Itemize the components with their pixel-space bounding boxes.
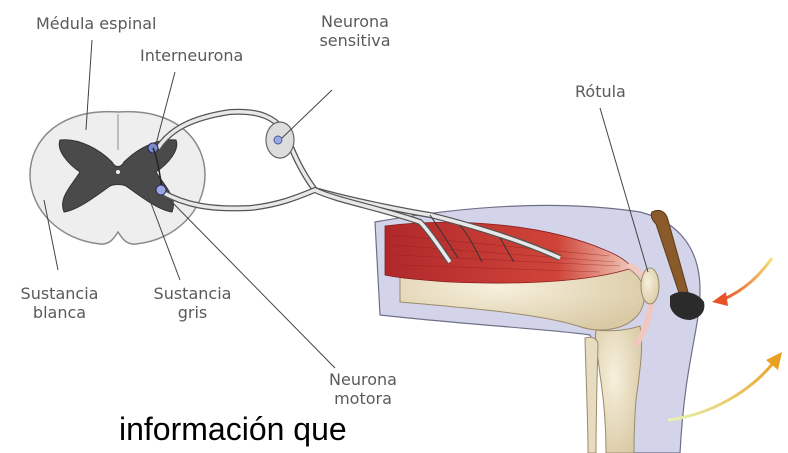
motor-neuron-body xyxy=(156,185,166,195)
caption-text: información que xyxy=(119,410,347,448)
fibula xyxy=(585,337,598,453)
leg xyxy=(375,205,700,453)
label-rotula: Rótula xyxy=(575,82,626,101)
label-neurona-motora-line1: Neurona xyxy=(318,370,408,389)
label-sustancia-blanca-line1: Sustancia xyxy=(12,284,107,303)
label-interneurona: Interneurona xyxy=(140,46,243,65)
label-neurona-sensitiva-line2: sensitiva xyxy=(310,31,400,50)
label-sustancia-gris-line2: gris xyxy=(145,303,240,322)
label-sustancia-blanca-line2: blanca xyxy=(12,303,107,322)
hit-arrow xyxy=(722,258,772,300)
label-sustancia-gris-line1: Sustancia xyxy=(145,284,240,303)
tibia xyxy=(595,326,641,453)
label-neurona-sensitiva-line1: Neurona xyxy=(310,12,400,31)
label-medula-espinal: Médula espinal xyxy=(36,14,156,33)
label-neurona-motora: Neurona motora xyxy=(318,370,408,408)
label-sustancia-gris: Sustancia gris xyxy=(145,284,240,322)
patella xyxy=(641,268,659,304)
label-neurona-sensitiva: Neurona sensitiva xyxy=(310,12,400,50)
label-sustancia-blanca: Sustancia blanca xyxy=(12,284,107,322)
sensory-neuron-body xyxy=(274,136,282,144)
label-neurona-motora-line2: motora xyxy=(318,389,408,408)
